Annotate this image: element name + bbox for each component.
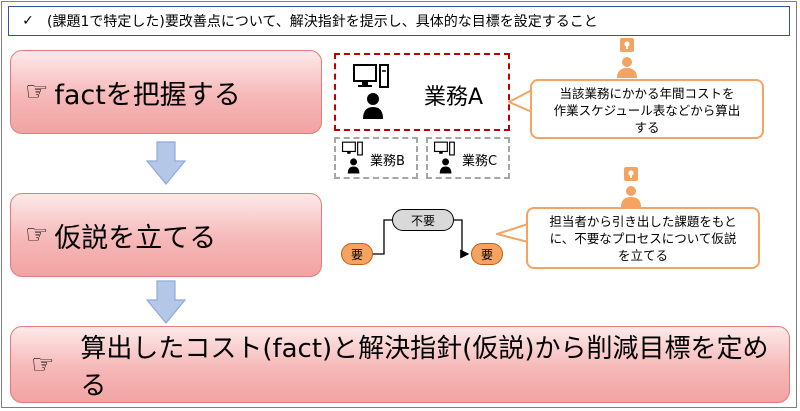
callout-line: に、不要なプロセスについて仮説: [549, 231, 737, 246]
process-flow-diagram: [372, 219, 470, 259]
task-a-box: 業務A: [334, 53, 510, 131]
callout-line: する: [634, 120, 660, 135]
worker-at-computer-icon: [433, 141, 455, 174]
header-bar: ✓ (課題1で特定した)要改善点について、解決指針を提示し、具体的な目標を設定す…: [8, 6, 790, 36]
task-b-label: 業務B: [370, 154, 405, 169]
task-b-box: 業務B: [334, 137, 418, 179]
callout-cost: 当該業務にかかる年間コストを 作業スケジュール表などから算出 する: [530, 79, 764, 139]
worker-at-computer-icon: [341, 141, 363, 174]
pointing-hand-icon: ☞: [25, 220, 49, 250]
idea-person-icon: [621, 167, 641, 207]
step-target-label: 算出したコスト(fact)と解決指針(仮説)から削減目標を定める: [80, 333, 769, 401]
pointing-hand-icon: ☞: [25, 77, 49, 107]
callout-line: 当該業務にかかる年間コストを: [559, 86, 735, 101]
check-icon: ✓: [22, 13, 34, 29]
step-fact: ☞ factを把握する: [10, 50, 322, 134]
step-fact-label: factを把握する: [54, 79, 241, 111]
header-text: (課題1で特定した)要改善点について、解決指針を提示し、具体的な目標を設定するこ…: [47, 14, 598, 30]
worker-at-computer-icon: [353, 64, 389, 119]
step-target: ☞ 算出したコスト(fact)と解決指針(仮説)から削減目標を定める: [10, 326, 790, 403]
callout-line: 担当者から引き出した課題をもと: [549, 214, 737, 229]
task-a-label: 業務A: [424, 85, 484, 110]
idea-person-icon: [617, 38, 637, 78]
down-arrow-icon: [146, 280, 186, 324]
flow-connector: [454, 219, 470, 259]
process-node-end: 要: [471, 243, 503, 265]
flow-connector: [372, 219, 392, 255]
step-hypothesis: ☞ 仮説を立てる: [10, 193, 322, 277]
down-arrow-icon: [146, 141, 186, 185]
callout-line: を立てる: [617, 248, 668, 263]
callout-line: 作業スケジュール表などから算出: [553, 103, 741, 118]
pointing-hand-icon: ☞: [31, 349, 55, 380]
task-c-label: 業務C: [462, 154, 498, 169]
task-c-box: 業務C: [426, 137, 510, 179]
process-node-start: 要: [341, 243, 373, 265]
step-hypothesis-label: 仮説を立てる: [54, 222, 217, 254]
callout-hypothesis: 担当者から引き出した課題をもと に、不要なプロセスについて仮説 を立てる: [526, 207, 760, 269]
process-node-unneeded: 不要: [392, 209, 454, 231]
